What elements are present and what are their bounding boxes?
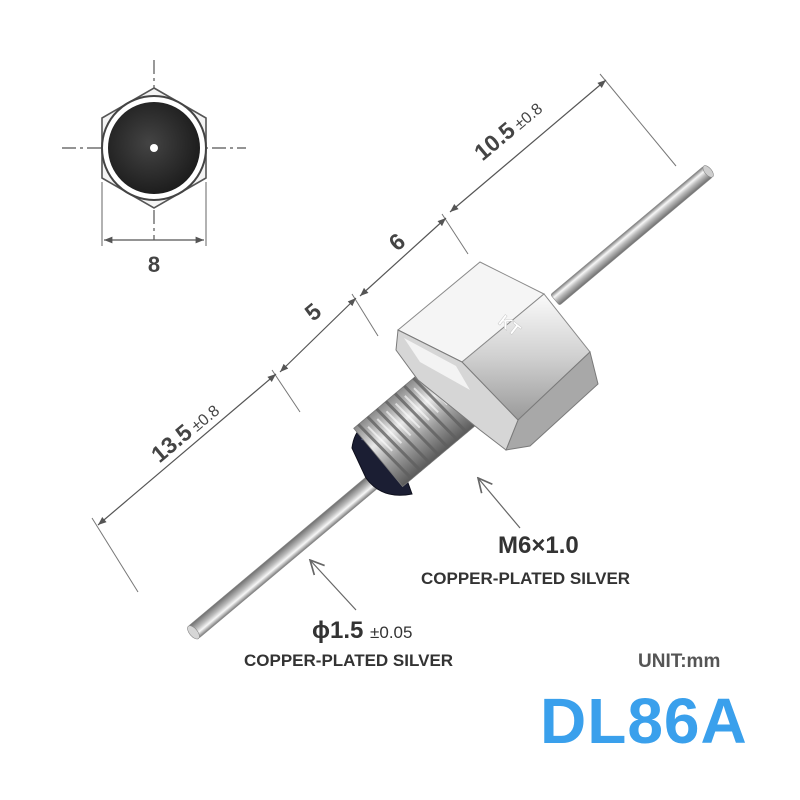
dimension-right-pin-tolerance: ±0.8 (511, 100, 546, 133)
dimension-line-thread (279, 297, 357, 373)
end-view-width-label: 8 (148, 252, 160, 277)
dimension-left-pin-value: 13.5 (146, 419, 197, 468)
pin-material-label: COPPER-PLATED SILVER (244, 651, 454, 670)
dimension-right-pin-label: 10.5±0.8 (469, 94, 547, 165)
model-number: DL86A (540, 685, 748, 757)
extension-line-hex-end (441, 213, 469, 255)
hex-body: KT (395, 261, 599, 451)
thread-material-label: COPPER-PLATED SILVER (421, 569, 631, 588)
extension-line-right-pin-end (599, 73, 677, 167)
extension-line-left-pin-end (91, 517, 139, 593)
dimension-left-pin-tolerance: ±0.8 (188, 402, 223, 435)
end-view: 8 (62, 60, 246, 277)
unit-label: UNIT:mm (638, 651, 721, 672)
left-pin (187, 474, 380, 640)
dimension-line-hex (359, 217, 447, 297)
end-view-pin-hole (150, 144, 158, 152)
thread-callout-arrow (478, 478, 521, 529)
dimension-line-left-pin (97, 373, 277, 526)
right-pin (551, 165, 714, 305)
dimension-thread-label: 5 (300, 298, 327, 326)
dimension-hex-label: 6 (384, 228, 411, 256)
pin-diameter-tolerance: ±0.05 (370, 623, 413, 642)
extension-line-thread-start (271, 369, 301, 413)
feedthrough-part: KT (187, 165, 714, 640)
dimension-line-right-pin (449, 79, 607, 213)
dimension-left-pin-label: 13.5±0.8 (146, 396, 224, 467)
extension-line-thread-end (351, 293, 379, 337)
pin-diameter-label: ϕ1.5 ±0.05 (312, 617, 412, 645)
dimension-right-pin-value: 10.5 (469, 117, 520, 166)
pin-diameter-value: ϕ1.5 (312, 617, 364, 644)
thread-size-label: M6×1.0 (498, 532, 579, 559)
pin-callout-arrow (310, 560, 357, 611)
